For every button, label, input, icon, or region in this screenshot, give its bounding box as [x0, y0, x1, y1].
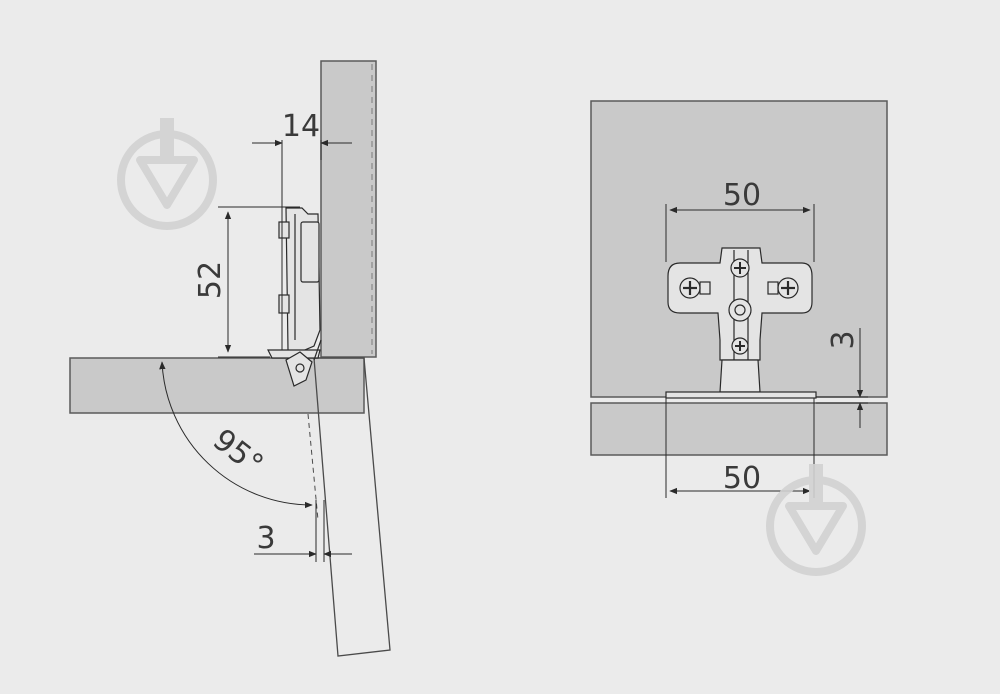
front-panel-lower: [590, 402, 888, 456]
dim-overlay-14: 14: [252, 109, 352, 350]
side-view: 14 52 95° 3: [69, 60, 391, 657]
dim-door-width-50: 50: [665, 398, 815, 498]
shelf-panel: [69, 357, 365, 414]
front-view: 50 50 3: [590, 100, 888, 498]
plate-screw-bottom-icon: [731, 337, 749, 355]
plate-screw-top-icon: [730, 258, 750, 278]
dim-overlay-label: 14: [282, 109, 320, 144]
dim-gap-label: 3: [256, 521, 275, 556]
plate-screw-right-icon: [767, 277, 799, 299]
dim-angle-label: 95°: [206, 422, 269, 482]
plate-center-hole-icon: [728, 298, 752, 322]
dim-cup-height-52: 52: [193, 206, 300, 358]
dim-plate-width-label: 50: [723, 178, 761, 213]
dim-cup-height-label: 52: [193, 261, 228, 299]
download-arrow-circle-icon: [766, 464, 866, 576]
cabinet-side-panel: [320, 60, 377, 358]
plate-screw-left-icon: [679, 277, 711, 299]
hinge-side-mechanism: [267, 207, 322, 387]
download-arrow-circle-icon: [117, 118, 217, 230]
dim-door-width-label: 50: [723, 461, 761, 496]
dim-gap-3: 3: [254, 500, 352, 562]
dim-offset-3: 3: [816, 328, 868, 428]
dim-offset-label: 3: [826, 330, 861, 349]
dim-plate-width-50: 50: [665, 178, 815, 262]
